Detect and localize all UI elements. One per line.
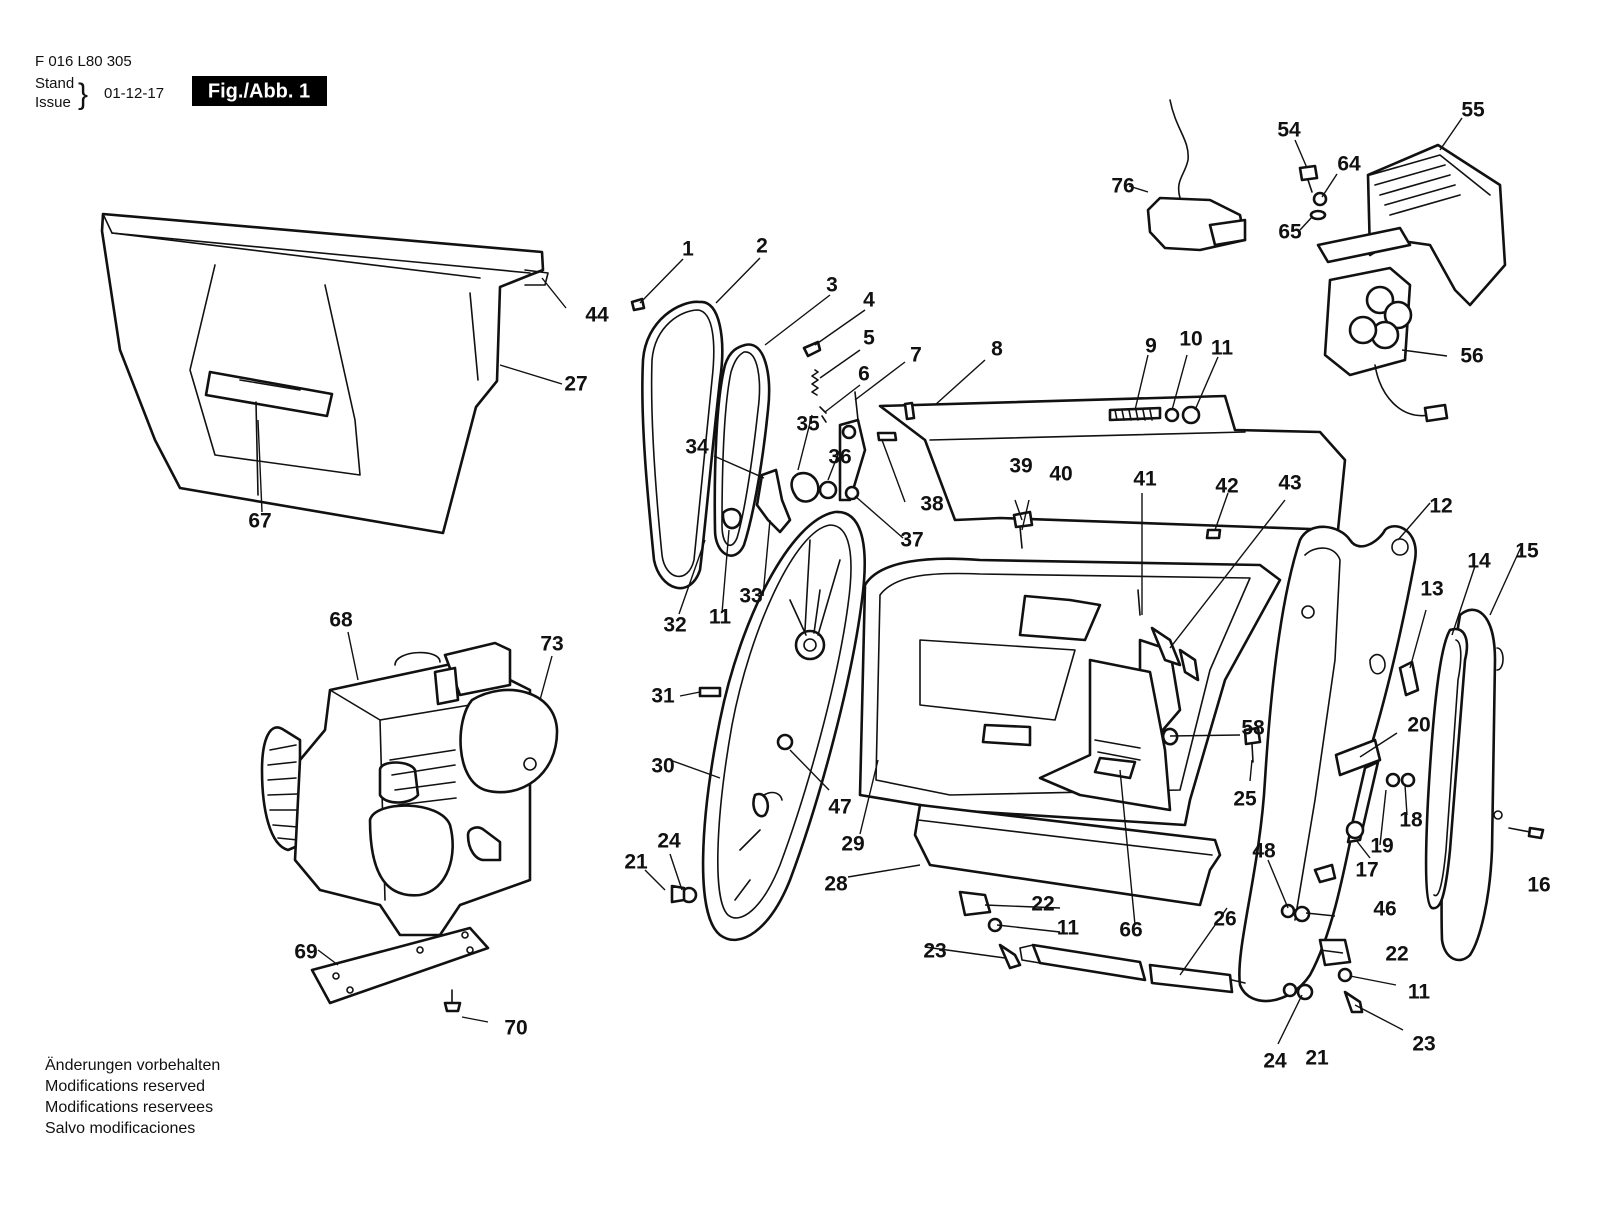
note-spanish: Salvo modificaciones	[45, 1120, 195, 1137]
part-label-9: 9	[1145, 335, 1157, 358]
bottom-hardware	[958, 890, 1364, 1014]
part-label-5: 5	[863, 327, 875, 350]
part-label-47: 47	[828, 796, 851, 819]
part-label-19: 19	[1370, 835, 1393, 858]
figure-label-box	[192, 76, 327, 106]
part-label-8: 8	[991, 338, 1003, 361]
part-label-32: 32	[663, 614, 686, 637]
electrical-parts	[1146, 99, 1507, 423]
part-label-44: 44	[585, 304, 609, 327]
part-label-73: 73	[540, 633, 563, 656]
engine-assembly	[260, 641, 559, 1013]
figure-label: Fig./Abb. 1	[208, 80, 310, 102]
part-label-58: 58	[1241, 717, 1265, 740]
part-label-24a: 24	[657, 830, 681, 853]
part-label-38: 38	[920, 493, 944, 516]
part-label-76: 76	[1111, 175, 1134, 198]
part-label-68: 68	[329, 609, 353, 632]
part-label-2: 2	[756, 235, 768, 258]
left-side-plate	[670, 510, 866, 942]
part-label-25: 25	[1233, 788, 1257, 811]
part-label-21b: 21	[1305, 1047, 1329, 1070]
part-label-35: 35	[796, 413, 820, 436]
right-side-plate	[1238, 524, 1545, 1003]
part-label-3: 3	[826, 274, 838, 297]
part-label-36: 36	[828, 446, 851, 469]
part-label-22b: 22	[1385, 943, 1408, 966]
part-label-11a: 11	[1211, 337, 1234, 360]
part-label-40: 40	[1049, 463, 1072, 486]
part-label-64: 64	[1337, 153, 1361, 176]
part-label-15: 15	[1515, 540, 1539, 563]
part-label-11c: 11	[1057, 917, 1080, 940]
part-label-41: 41	[1133, 468, 1157, 491]
part-label-23b: 23	[1412, 1033, 1435, 1056]
part-label-56: 56	[1460, 345, 1483, 368]
part-label-31: 31	[651, 685, 675, 708]
note-german: Änderungen vorbehalten	[45, 1056, 220, 1074]
part-label-69: 69	[294, 941, 317, 964]
part-label-11b: 11	[709, 606, 732, 629]
part-label-70: 70	[504, 1017, 527, 1040]
part-label-65: 65	[1278, 221, 1302, 244]
part-label-17: 17	[1355, 859, 1378, 882]
part-label-33: 33	[739, 585, 762, 608]
part-label-28: 28	[824, 873, 848, 896]
issue-label: Issue	[35, 94, 71, 111]
part-label-39: 39	[1009, 455, 1032, 478]
doc-number: F 016 L80 305	[35, 53, 132, 70]
part-label-22a: 22	[1031, 893, 1054, 916]
part-label-34: 34	[685, 436, 709, 459]
part-label-12: 12	[1429, 495, 1452, 518]
part-label-18: 18	[1399, 809, 1423, 832]
issue-date: 01-12-17	[104, 85, 164, 102]
modification-notes: Änderungen vorbehalten Modifications res…	[45, 1056, 220, 1137]
part-label-6: 6	[858, 363, 870, 386]
belts-and-linkage	[630, 297, 898, 590]
part-label-13: 13	[1420, 578, 1443, 601]
brace-symbol: }	[78, 78, 88, 111]
part-label-37: 37	[900, 529, 923, 552]
chute-housing	[858, 394, 1347, 907]
leader-lines	[257, 117, 1522, 1045]
part-label-11d: 11	[1408, 981, 1431, 1004]
part-label-10: 10	[1179, 328, 1202, 351]
part-label-29: 29	[841, 833, 864, 856]
part-label-20: 20	[1407, 714, 1430, 737]
part-label-7: 7	[910, 344, 922, 367]
part-label-4: 4	[863, 289, 875, 312]
note-english: Modifications reserved	[45, 1078, 205, 1095]
part-label-14: 14	[1467, 550, 1491, 573]
stand-label: Stand	[35, 75, 74, 92]
part-label-54: 54	[1277, 119, 1301, 142]
part-label-16: 16	[1527, 874, 1550, 897]
part-label-55: 55	[1461, 99, 1485, 122]
part-label-30: 30	[651, 755, 674, 778]
part-label-23a: 23	[923, 940, 946, 963]
part-label-21a: 21	[624, 851, 648, 874]
grass-collector-box	[100, 212, 549, 535]
part-label-43: 43	[1278, 472, 1301, 495]
part-label-1: 1	[682, 238, 694, 261]
part-label-46: 46	[1373, 898, 1396, 921]
header: F 016 L80 305 Stand Issue } 01-12-17 Fig…	[35, 53, 327, 111]
part-label-67: 67	[248, 510, 271, 533]
part-label-66: 66	[1119, 919, 1142, 942]
part-label-48: 48	[1252, 840, 1276, 863]
part-label-27: 27	[564, 373, 587, 396]
note-french: Modifications reservees	[45, 1099, 213, 1116]
part-label-26: 26	[1213, 908, 1236, 931]
part-label-24b: 24	[1263, 1050, 1287, 1073]
part-number-labels: 1 2 3 4 5 6 7 8 9 10 11 12 13 14 15 16 1…	[248, 99, 1550, 1073]
part-label-42: 42	[1215, 475, 1238, 498]
